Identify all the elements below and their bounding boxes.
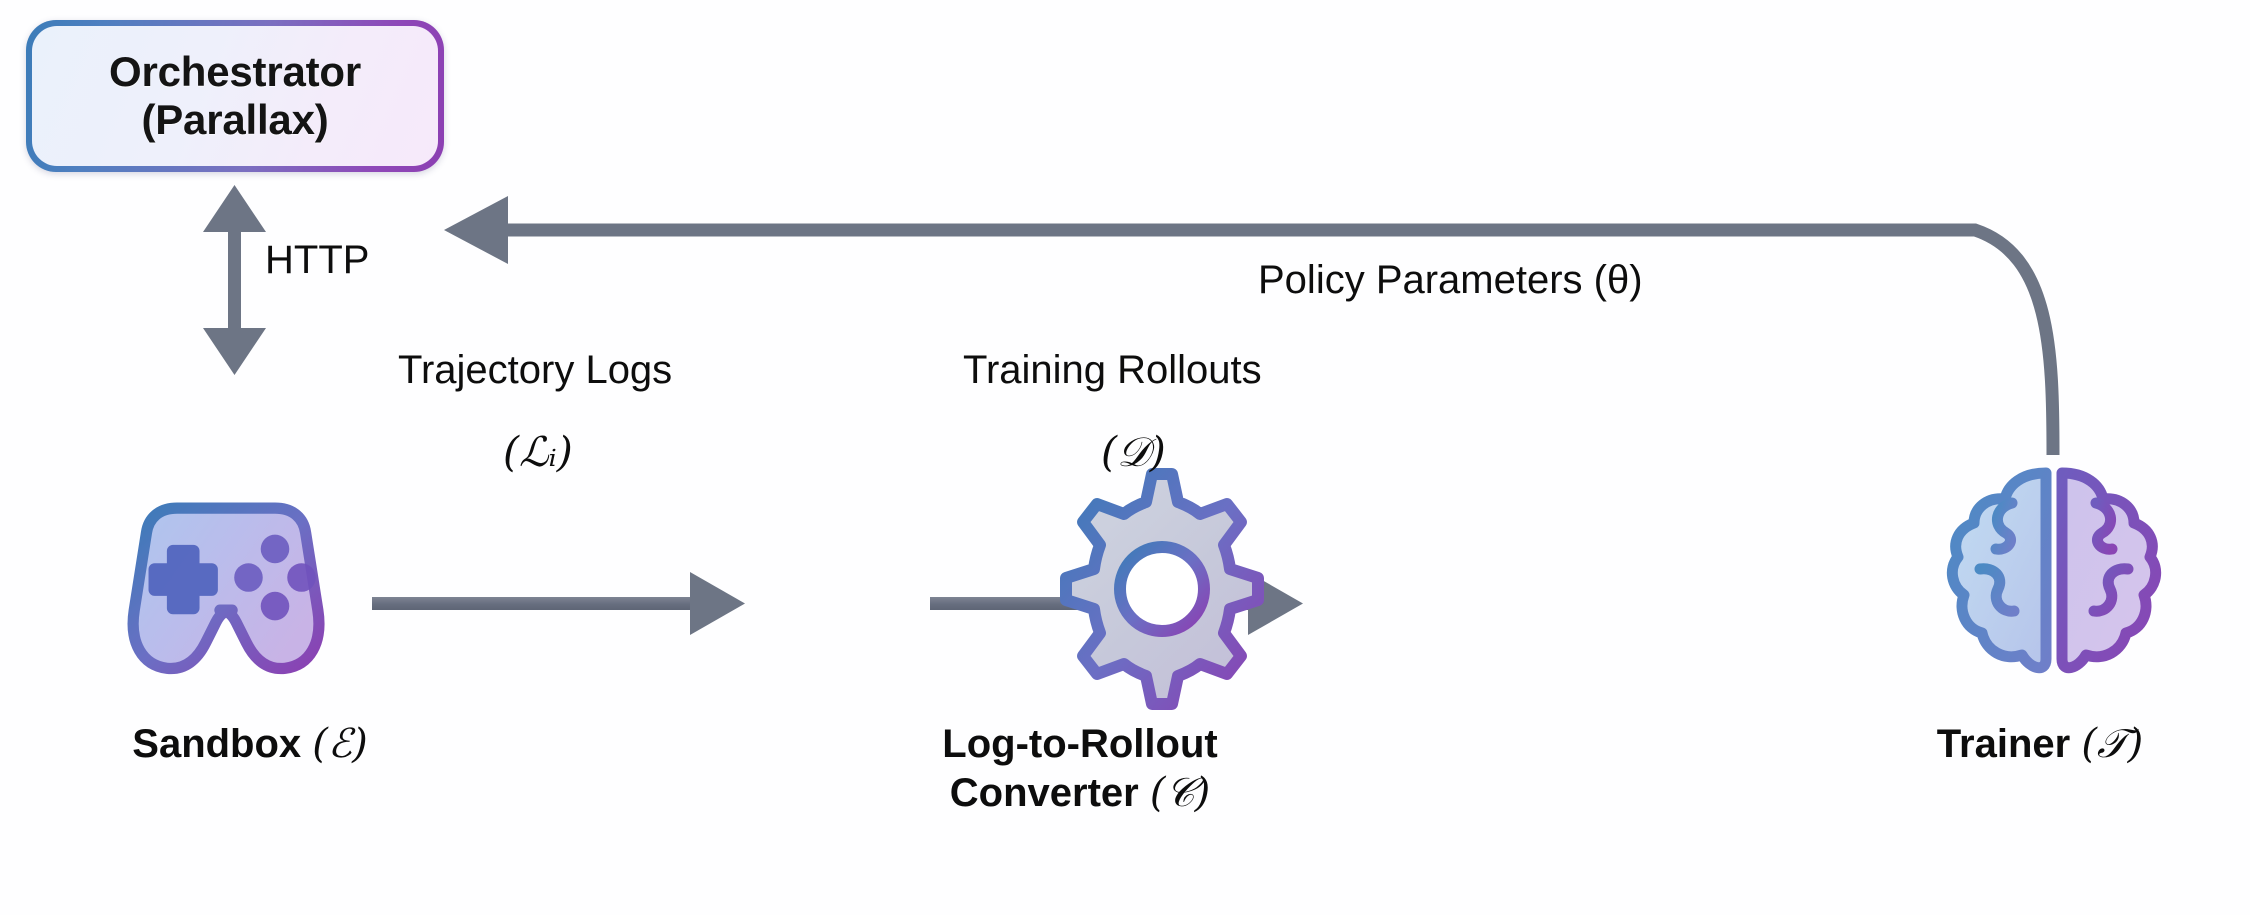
gear-icon — [1060, 468, 1264, 710]
converter-label-line2-wrap: Converter (𝒞) — [790, 769, 1370, 818]
sandbox-node-label: Sandbox (ℰ) — [40, 720, 460, 769]
gamepad-icon — [127, 502, 325, 675]
policy-parameters-label: Policy Parameters (θ) — [1258, 258, 1643, 302]
training-rollouts-label: Training Rollouts — [963, 348, 1262, 392]
orchestrator-title-line1: Orchestrator — [108, 48, 362, 96]
training-rollouts-symbol: (𝒟) — [1101, 428, 1166, 476]
trainer-label-text: Trainer — [1936, 722, 2071, 766]
trainer-node-label: Trainer (𝒯) — [1840, 720, 2240, 769]
converter-label-line2: Converter — [949, 770, 1139, 815]
http-label: HTTP — [265, 238, 370, 282]
trajectory-logs-symbol: (ℒᵢ) — [503, 428, 573, 476]
arrow-http — [203, 185, 266, 375]
trainer-label-symbol: (𝒯) — [2081, 721, 2144, 767]
trajectory-logs-label: Trajectory Logs — [398, 348, 673, 392]
arrow-policy-parameters — [444, 196, 2060, 456]
converter-label-symbol: (𝒞) — [1149, 769, 1211, 816]
orchestrator-node[interactable]: Orchestrator (Parallax) — [26, 20, 444, 172]
sandbox-label-symbol: (ℰ) — [312, 721, 368, 767]
converter-node-label: Log-to-Rollout Converter (𝒞) — [790, 720, 1370, 818]
arrow-trajectory-logs — [372, 572, 745, 635]
orchestrator-title-line2: (Parallax) — [141, 96, 329, 143]
orchestrator-node-inner: Orchestrator (Parallax) — [32, 26, 438, 166]
brain-icon — [1946, 467, 2162, 674]
converter-label-line1: Log-to-Rollout — [942, 722, 1218, 766]
sandbox-label-text: Sandbox — [132, 722, 302, 766]
